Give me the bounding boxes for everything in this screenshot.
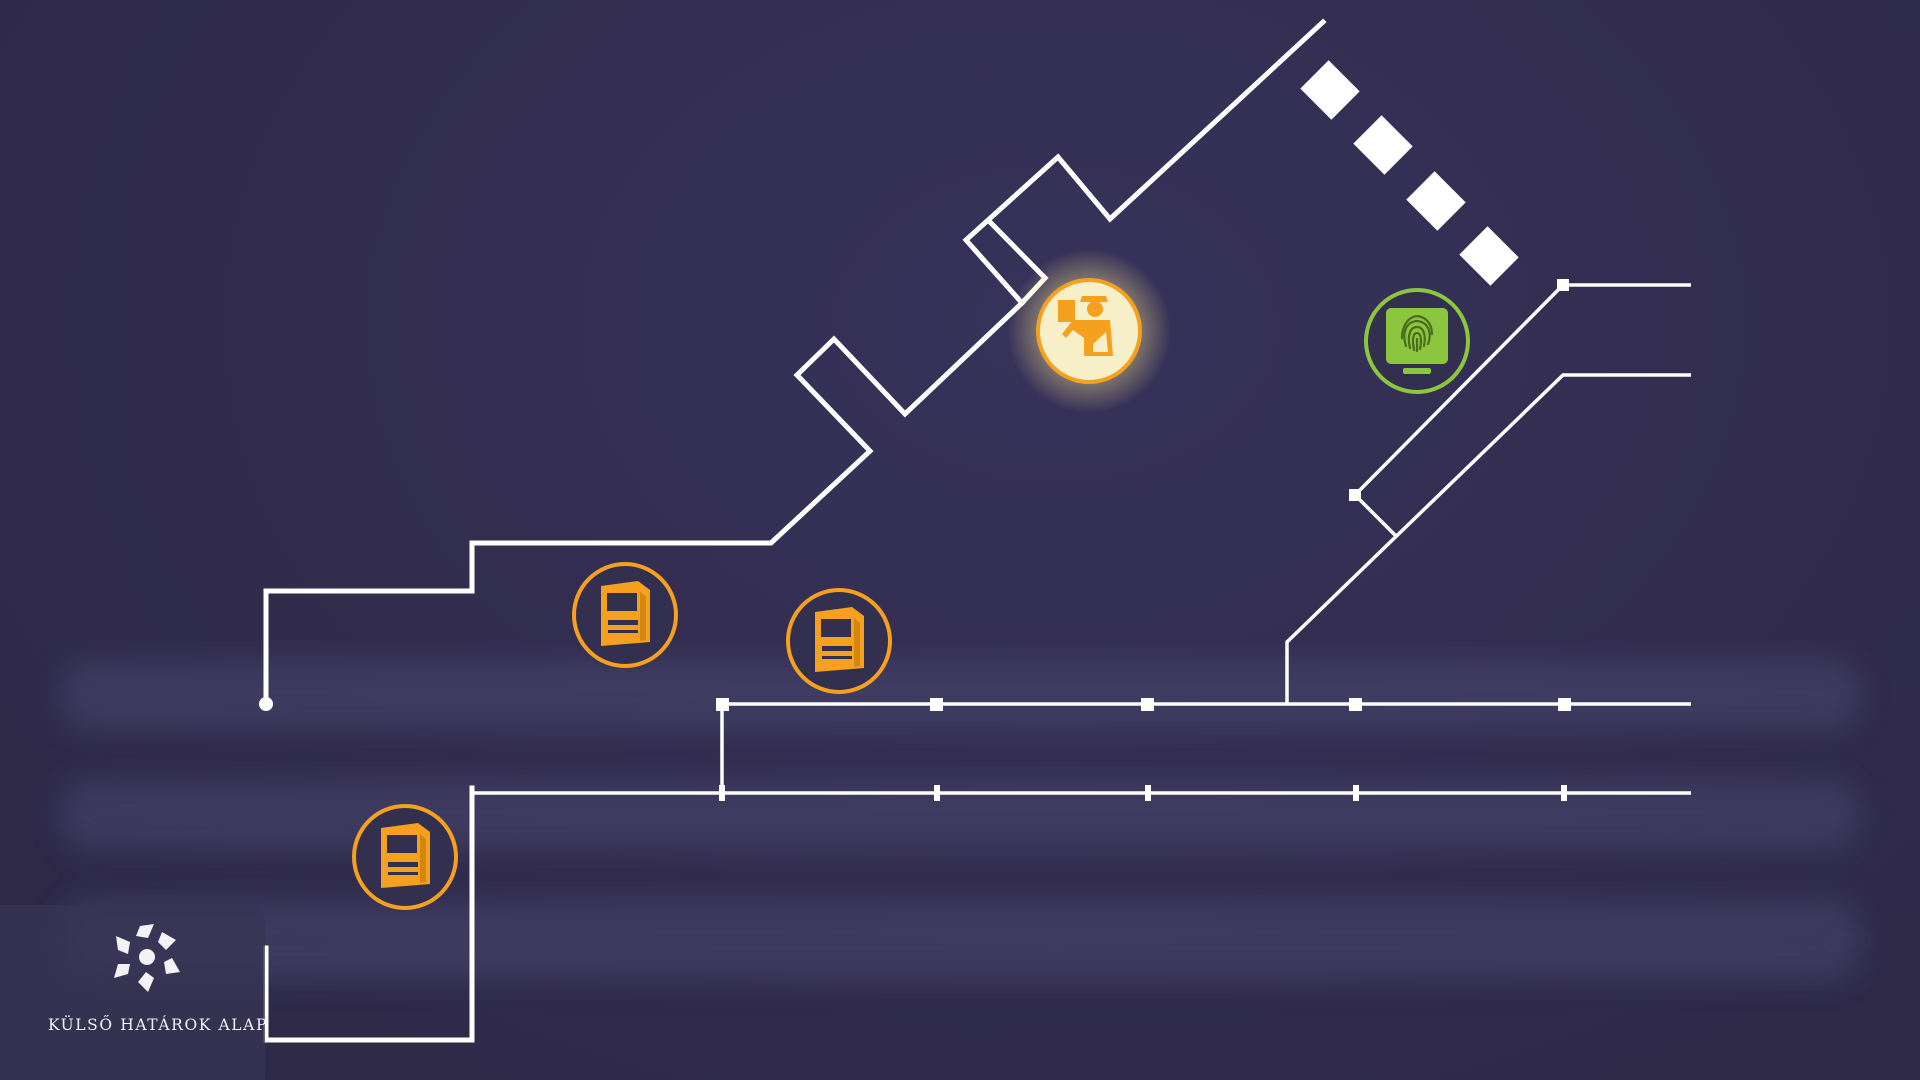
platform-nodes — [716, 698, 1571, 801]
wall-end-dot — [259, 697, 273, 711]
ticket-machine-icon[interactable] — [784, 586, 894, 696]
outer-wall-upper — [263, 18, 1327, 707]
corridor-wall-lower — [1285, 373, 1691, 704]
wall-node — [1557, 279, 1569, 291]
ticket-machine-icon[interactable] — [570, 560, 680, 670]
corridor-cross-wall — [1353, 493, 1399, 539]
recycle-star-logo — [114, 924, 180, 992]
outer-wall-lower — [263, 785, 475, 1043]
logo-text: KÜLSŐ HATÁROK ALAP — [48, 1016, 268, 1034]
ticket-machine-icon[interactable] — [350, 802, 460, 912]
background-seat-rows — [60, 660, 1860, 980]
logo-panel — [0, 905, 265, 1080]
border-officer-icon[interactable] — [1000, 248, 1180, 418]
fingerprint-scanner-icon[interactable] — [1362, 286, 1472, 396]
wall-node — [1349, 489, 1361, 501]
gate-barrier — [1300, 60, 1519, 286]
